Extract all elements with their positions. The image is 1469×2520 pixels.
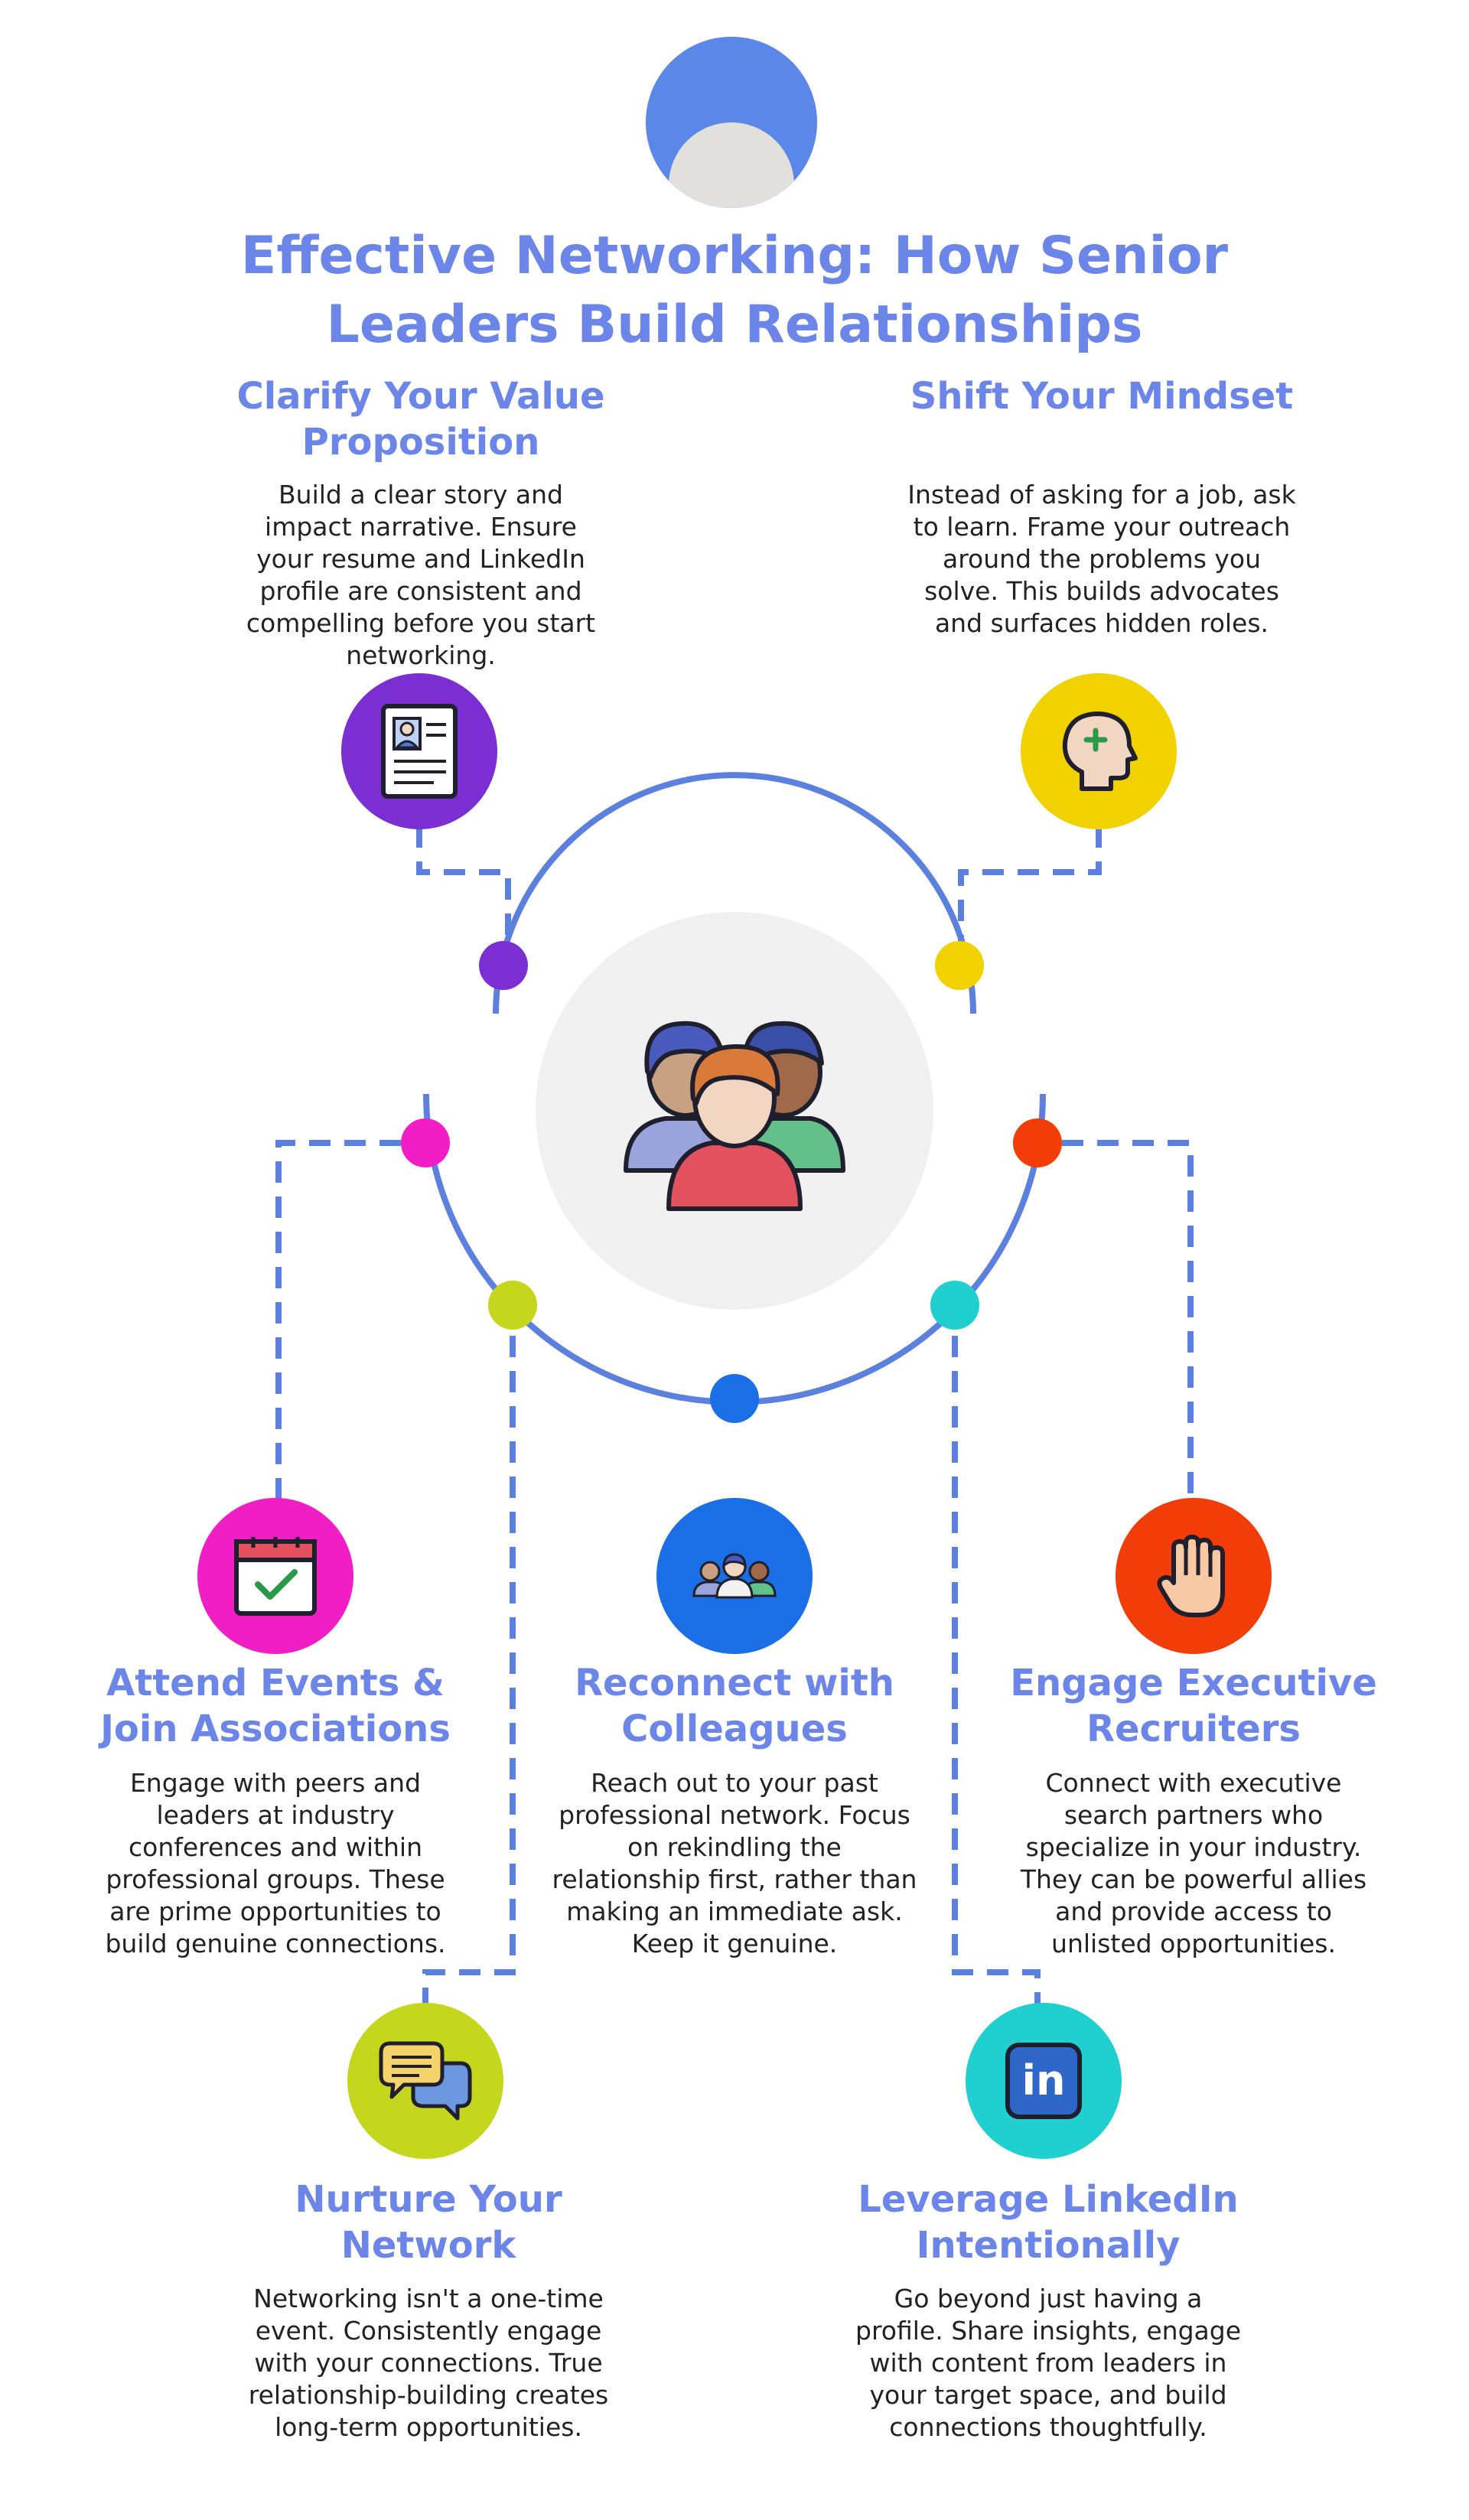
ring-dot-reconnect	[710, 1374, 759, 1423]
ring-dot-recruiters	[1013, 1118, 1062, 1167]
ring-dot-nurture	[488, 1281, 537, 1330]
resume-icon	[341, 673, 497, 829]
linkedin-icon: in	[966, 2003, 1122, 2159]
body-nurture: Networking isn't a one-time event. Consi…	[248, 2284, 609, 2442]
linkedin-glyph: in	[1005, 2043, 1082, 2119]
calendar-check-icon	[197, 1498, 353, 1654]
group-people-icon	[624, 1021, 845, 1211]
heading-reconnect: Reconnect with Colleagues	[575, 1662, 894, 1750]
team-icon	[656, 1498, 813, 1654]
body-mindset: Instead of asking for a job, ask to lear…	[907, 480, 1296, 638]
body-reconnect: Reach out to your past professional netw…	[552, 1768, 917, 1958]
body-linkedin: Go beyond just having a profile. Share i…	[855, 2284, 1241, 2442]
heading-recruiters: Engage Executive Recruiters	[1010, 1662, 1377, 1750]
heading-mindset: Shift Your Mindset	[910, 375, 1294, 418]
hand-icon	[1116, 1498, 1272, 1654]
hub-ring-arc	[493, 772, 976, 1014]
heading-linkedin: Leverage LinkedIn Intentionally	[858, 2178, 1239, 2267]
connector-mindset	[958, 826, 1102, 965]
connector-recruiters	[1062, 1140, 1194, 1499]
ring-dot-events	[401, 1118, 450, 1167]
linkedin-glyph-text: in	[1021, 2056, 1066, 2105]
heading-nurture: Nurture Your Network	[295, 2178, 562, 2267]
heading-clarify: Clarify Your Value Proposition	[236, 375, 605, 464]
body-events: Engage with peers and leaders at industr…	[105, 1768, 446, 1958]
body-clarify: Build a clear story and impact narrative…	[246, 480, 596, 670]
ring-dot-mindset	[935, 941, 984, 990]
head-plus-icon	[1021, 673, 1177, 829]
chat-bubbles-icon	[347, 2003, 503, 2159]
body-recruiters: Connect with executive search partners w…	[1020, 1768, 1367, 1958]
ring-dot-linkedin	[930, 1281, 979, 1330]
connector-clarify	[416, 826, 511, 965]
connector-nurture	[422, 1301, 516, 2004]
avatar	[646, 37, 817, 208]
avatar-head	[669, 122, 794, 208]
connector-linkedin	[952, 1301, 1041, 2004]
heading-events: Attend Events & Join Associations	[100, 1662, 451, 1750]
ring-dot-clarify	[479, 941, 528, 990]
page-title: Effective Networking: How Senior Leaders…	[240, 226, 1229, 355]
connector-events	[275, 1140, 401, 1499]
